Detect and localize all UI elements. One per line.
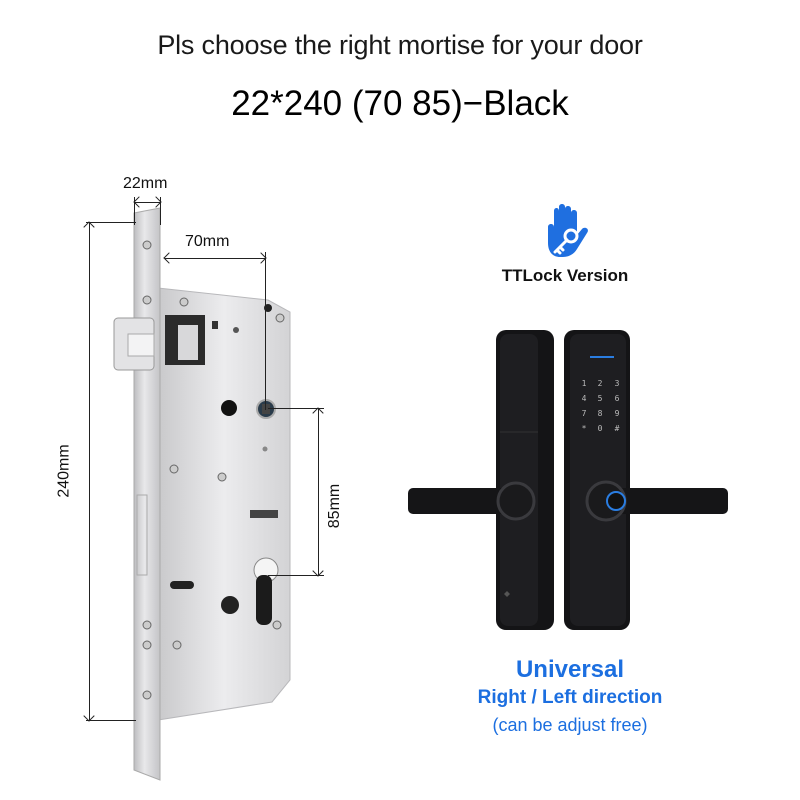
subtitle: Pls choose the right mortise for your do… (157, 30, 643, 60)
keypad-key-hash: # (615, 424, 620, 433)
keypad-key-1: 1 (582, 379, 587, 388)
dim-center-top-tick (268, 408, 324, 409)
keypad-key-2: 2 (598, 379, 603, 388)
dim-height-top-tick (86, 222, 136, 223)
dim-center-label: 85mm (326, 483, 344, 529)
keypad-key-5: 5 (598, 394, 603, 403)
hand-key-icon (538, 203, 594, 259)
dim-height-bottom-tick (86, 720, 136, 721)
keypad-key-8: 8 (598, 409, 603, 418)
keypad-key-star: * (582, 424, 587, 433)
dim-backset-tick (265, 252, 266, 410)
keypad-key-7: 7 (582, 409, 587, 418)
page-title: 22*240 (70 85)−Black (231, 84, 569, 123)
dim-faceplate-arrow (135, 202, 160, 203)
dim-height-arrow (89, 223, 90, 720)
dim-faceplate-width-label: 22mm (123, 175, 168, 192)
dim-center-bottom-tick (268, 575, 324, 576)
keypad-key-3: 3 (615, 379, 620, 388)
smart-lock-image: 1 2 3 4 5 6 7 8 9 * 0 # (400, 320, 740, 640)
version-label: TTLock Version (501, 266, 629, 285)
direction-label: Right / Left direction (477, 687, 663, 708)
mortise-diagram (113, 207, 291, 781)
mortise-lock-image (113, 207, 291, 781)
keypad-key-6: 6 (615, 394, 620, 403)
universal-label: Universal (515, 656, 625, 683)
dim-faceplate-left-tick (134, 197, 135, 225)
dim-height-label: 240mm (55, 444, 73, 498)
dim-backset-label: 70mm (185, 233, 230, 250)
keypad-key-4: 4 (582, 394, 587, 403)
adjust-note: (can be adjust free) (492, 715, 648, 735)
dim-backset-arrow (165, 258, 265, 259)
dim-center-arrow (318, 409, 319, 575)
dim-faceplate-right-tick (160, 197, 161, 225)
keypad-key-0: 0 (598, 424, 603, 433)
keypad-key-9: 9 (615, 409, 620, 418)
